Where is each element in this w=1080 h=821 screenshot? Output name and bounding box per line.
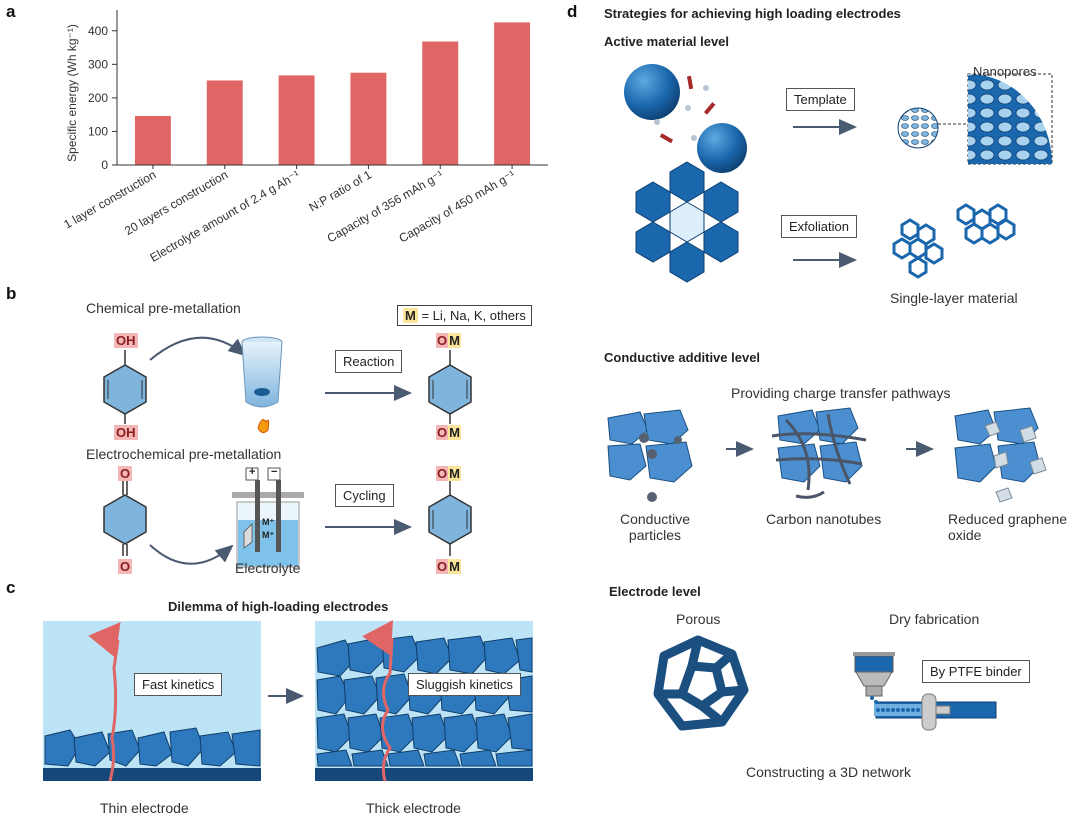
3d-network-label: Constructing a 3D network [746, 764, 911, 780]
strategies-title: Strategies for achieving high loading el… [604, 6, 901, 21]
om-m: M [448, 466, 461, 481]
nanopores-label: Nanopores [973, 64, 1037, 79]
hydroquinone-molecule [103, 350, 147, 424]
conductive-particles-line1: Conductive [619, 511, 691, 527]
metallated-product-bottom [428, 480, 472, 556]
cycling-label: Cycling [335, 484, 394, 507]
rgo-flake-icon [995, 487, 1013, 503]
bar [134, 116, 171, 165]
oh-group-bottom: OH [114, 425, 138, 440]
rgo-line1: Reduced graphene [948, 511, 1068, 527]
y-tick-label: 300 [88, 57, 108, 71]
electrode-comparison [43, 620, 533, 782]
quinone-molecule [103, 480, 147, 556]
thick-electrode-box [315, 620, 533, 782]
electrode-level-diagram [653, 635, 997, 731]
thin-electrode-box [43, 621, 261, 782]
y-tick-label: 200 [88, 91, 108, 105]
template-label: Template [786, 88, 855, 111]
bar [494, 22, 531, 166]
exfoliation-label: Exfoliation [781, 215, 857, 238]
metallated-product-top [428, 350, 472, 424]
oh-group-top: OH [114, 333, 138, 348]
bar [350, 72, 387, 165]
om-o: O [436, 333, 449, 348]
conductive-additive-title: Conductive additive level [604, 350, 761, 365]
electrochemical-pre-metallation-title: Electrochemical pre-metallation [86, 446, 282, 462]
om-m: M [448, 425, 461, 440]
panel-letter-b: b [6, 284, 17, 303]
metal-legend: M = Li, Na, K, others [397, 305, 532, 326]
fast-kinetics-label: Fast kinetics [134, 673, 223, 696]
bar [422, 41, 459, 165]
o-group-bottom: O [118, 559, 133, 574]
ptfe-binder-label: By PTFE binder [922, 660, 1030, 683]
conductive-particles-line2: particles [628, 527, 682, 543]
panel-letter-c: c [6, 578, 16, 597]
bar [278, 75, 315, 165]
om-o: O [436, 466, 449, 481]
conductive-particles-label: Conductive particles [605, 511, 705, 543]
pathways-label: Providing charge transfer pathways [731, 385, 951, 401]
y-tick-label: 400 [88, 24, 108, 38]
panel-letter-d: d [567, 2, 578, 21]
pre-metallation-diagram [103, 336, 472, 568]
heated-beaker [241, 336, 283, 434]
y-tick-label: 0 [101, 158, 108, 172]
panel-letter-a: a [6, 2, 16, 21]
porous-label: Porous [676, 611, 721, 627]
thin-electrode-label: Thin electrode [100, 800, 189, 816]
active-material-title: Active material level [604, 34, 730, 49]
bar [206, 80, 243, 165]
single-layer-sheets [892, 203, 1016, 279]
reaction-label: Reaction [335, 350, 403, 373]
active-material-diagram [624, 64, 1053, 283]
graphite-stack [635, 161, 739, 283]
rgo-line2: oxide [948, 527, 982, 543]
om-m: M [448, 559, 461, 574]
electrolyte-label: Electrolyte [235, 560, 301, 576]
legend-text: = Li, Na, K, others [417, 308, 526, 323]
thick-electrode-label: Thick electrode [366, 800, 461, 816]
x-tick-label: Capacity of 450 mAh g⁻¹ [396, 167, 517, 245]
electrochemical-cell [232, 467, 304, 568]
x-tick-label: N:P ratio of 1 [306, 167, 374, 214]
porous-network [653, 635, 749, 731]
dilemma-title: Dilemma of high-loading electrodes [168, 599, 389, 614]
y-tick-label: 100 [88, 124, 108, 138]
om-o: O [436, 559, 449, 574]
x-tick-label: Capacity of 356 mAh g⁻¹ [325, 167, 446, 245]
o-group-top: O [118, 466, 133, 481]
conductive-additive-diagram [607, 407, 1047, 503]
legend-m-symbol: M [403, 308, 418, 323]
chemical-pre-metallation-title: Chemical pre-metallation [86, 300, 241, 316]
om-o: O [436, 425, 449, 440]
plus-terminal: + [249, 466, 256, 478]
carbon-nanotubes-label: Carbon nanotubes [766, 511, 882, 527]
m-ion-2: M⁺ [262, 530, 275, 540]
sluggish-kinetics-label: Sluggish kinetics [408, 673, 521, 696]
single-layer-label: Single-layer material [890, 290, 1018, 306]
conductive-particle-icon [647, 492, 657, 502]
minus-terminal: − [271, 466, 278, 478]
om-m: M [448, 333, 461, 348]
m-ion-1: M⁺ [262, 517, 275, 527]
y-axis-label: Specific energy (Wh kg⁻¹) [65, 24, 79, 162]
dry-fabrication-apparatus [853, 652, 997, 731]
rgo-label: Reduced graphene oxide [948, 511, 1067, 543]
dry-fabrication-label: Dry fabrication [889, 611, 980, 627]
electrode-level-title: Electrode level [609, 584, 701, 599]
